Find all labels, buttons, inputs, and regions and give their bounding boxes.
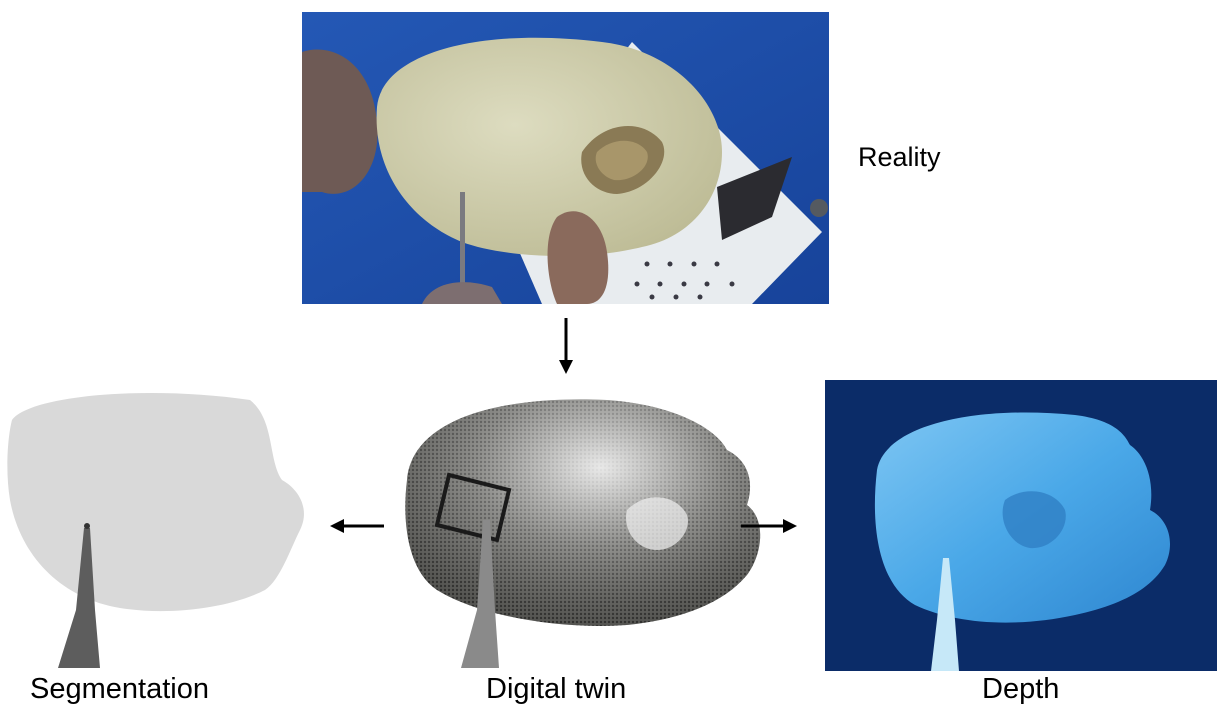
digital-twin-label: Digital twin xyxy=(486,673,626,706)
reality-photo-illustration xyxy=(302,12,829,304)
segmentation-label: Segmentation xyxy=(30,673,209,706)
digital-twin-image xyxy=(387,380,797,668)
tracking-sphere xyxy=(810,199,828,217)
reality-label: Reality xyxy=(858,142,941,173)
arrow-left xyxy=(330,516,384,536)
reality-photo xyxy=(302,12,829,304)
depth-label: Depth xyxy=(982,673,1059,706)
segmentation-image xyxy=(0,380,322,668)
depth-image xyxy=(825,380,1217,671)
arrow-right xyxy=(741,516,797,536)
segmentation-illustration xyxy=(0,380,322,668)
segmentation-skull-mask xyxy=(7,393,304,611)
depth-illustration xyxy=(825,380,1217,671)
digital-twin-illustration xyxy=(387,380,797,668)
arrow-down xyxy=(556,318,576,374)
